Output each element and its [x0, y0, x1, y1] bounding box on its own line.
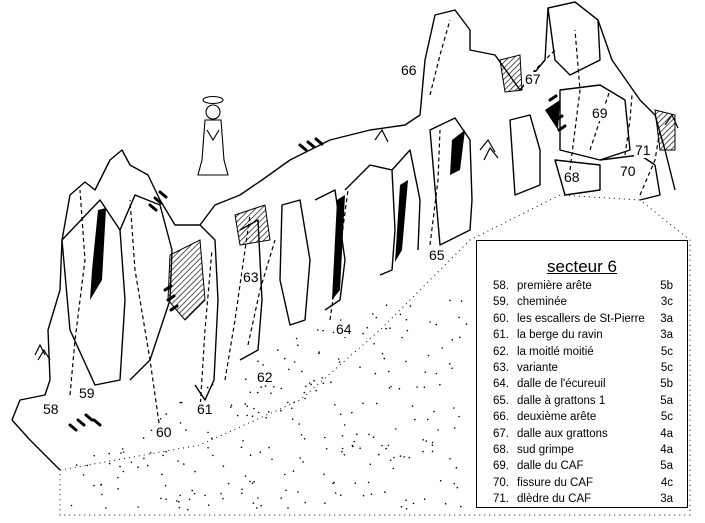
legend-route-number: 71. [493, 493, 509, 506]
legend-route-grade: 5b [660, 280, 673, 292]
legend-route-number: 69. [493, 460, 509, 473]
route-label-64: 64 [335, 321, 353, 337]
legend-route-grade: 3a [660, 312, 673, 325]
legend-route-number: 70. [493, 476, 509, 489]
legend-row: 68. sud grimpe 4a [477, 441, 685, 459]
legend-row: 63. variante 5c [477, 359, 685, 377]
route-label-61: 61 [196, 401, 214, 417]
legend-route-name: dalle du CAF [517, 460, 584, 473]
legend-row: 58. première arête 5b [477, 277, 685, 295]
legend-row: 60. les escallers de St-Pierre 3a [477, 310, 685, 328]
legend-route-name: variante [517, 362, 558, 374]
legend-route-grade: 5c [660, 345, 673, 358]
legend-row: 70. fissure du CAF 4c [477, 474, 685, 492]
legend-route-grade: 5a [660, 460, 673, 473]
legend-route-grade: 3c [660, 296, 673, 309]
legend-route-name: fissure du CAF [517, 476, 594, 489]
route-label-65: 65 [428, 247, 446, 263]
legend-row: 71. dlèdre du CAF 3a [477, 490, 685, 508]
legend-route-number: 63. [493, 362, 509, 374]
legend-route-number: 58. [493, 280, 509, 292]
legend-route-grade: 3a [660, 493, 673, 506]
legend-row: 67. dalle aux grattons 4a [477, 425, 685, 443]
legend-route-grade: 4c [660, 476, 673, 489]
route-legend: secteur 6 58. première arête 5b 59. cheminée… [476, 240, 688, 508]
route-lines [69, 19, 661, 431]
legend-route-name: première arête [517, 280, 592, 292]
route-label-67: 67 [524, 71, 542, 87]
legend-route-number: 67. [493, 427, 509, 440]
legend-route-name: dalle à grattons 1 [517, 394, 606, 407]
legend-row: 66. deuxième arête 5c [477, 408, 685, 426]
legend-route-number: 59. [493, 296, 509, 309]
legend-row: 61. la berge du ravin 3a [477, 326, 685, 344]
legend-row: 59. cheminée 3c [477, 293, 685, 311]
legend-route-name: cheminée [517, 296, 567, 309]
legend-route-name: deuxième arête [517, 411, 597, 424]
route-label-63: 63 [242, 269, 260, 285]
legend-row: 62. la moitlé moitié 5c [477, 343, 685, 361]
legend-route-number: 65. [493, 394, 509, 407]
legend-route-name: dalle de l'écureuil [517, 378, 606, 391]
legend-route-number: 68. [493, 444, 509, 456]
legend-route-name: la berge du ravin [517, 329, 603, 342]
route-label-69: 69 [591, 105, 609, 121]
route-arrows [68, 94, 567, 432]
legend-route-grade: 4a [660, 427, 673, 440]
legend-route-number: 61. [493, 329, 509, 342]
hatched-areas [167, 54, 676, 321]
legend-route-grade: 5c [660, 362, 673, 374]
route-label-66: 66 [400, 62, 418, 78]
legend-route-grade: 5a [660, 394, 673, 407]
legend-row: 69. dalle du CAF 5a [477, 457, 685, 475]
legend-route-name: sud grimpe [517, 444, 574, 456]
legend-route-name: les escallers de St-Pierre [517, 312, 645, 325]
route-label-59: 59 [78, 385, 96, 401]
route-label-71: 71 [634, 142, 652, 158]
scree-ground [59, 194, 691, 516]
route-label-60: 60 [155, 424, 173, 440]
legend-route-number: 62. [493, 345, 509, 358]
legend-route-number: 64. [493, 378, 509, 391]
legend-route-name: dalle aux grattons [517, 427, 608, 440]
saint-figure [197, 95, 229, 176]
legend-route-grade: 4a [660, 444, 673, 456]
legend-route-grade: 3a [660, 329, 673, 342]
legend-row: 64. dalle de l'écureuil 5b [477, 375, 685, 393]
legend-route-number: 66. [493, 411, 509, 424]
route-label-58: 58 [42, 401, 60, 417]
rock-outline [11, 1, 676, 471]
legend-route-grade: 5b [660, 378, 673, 391]
dark-cracks [90, 100, 560, 300]
route-label-62: 62 [256, 369, 274, 385]
legend-row: 65. dalle à grattons 1 5a [477, 392, 685, 410]
legend-title: secteur 6 [547, 257, 617, 276]
legend-route-name: dlèdre du CAF [517, 493, 592, 506]
route-label-68: 68 [563, 169, 581, 185]
shrubs [34, 113, 679, 361]
legend-route-grade: 5c [660, 411, 673, 424]
legend-route-number: 60. [493, 312, 509, 325]
legend-route-name: la moitlé moitié [517, 345, 594, 358]
route-label-70: 70 [619, 163, 637, 179]
